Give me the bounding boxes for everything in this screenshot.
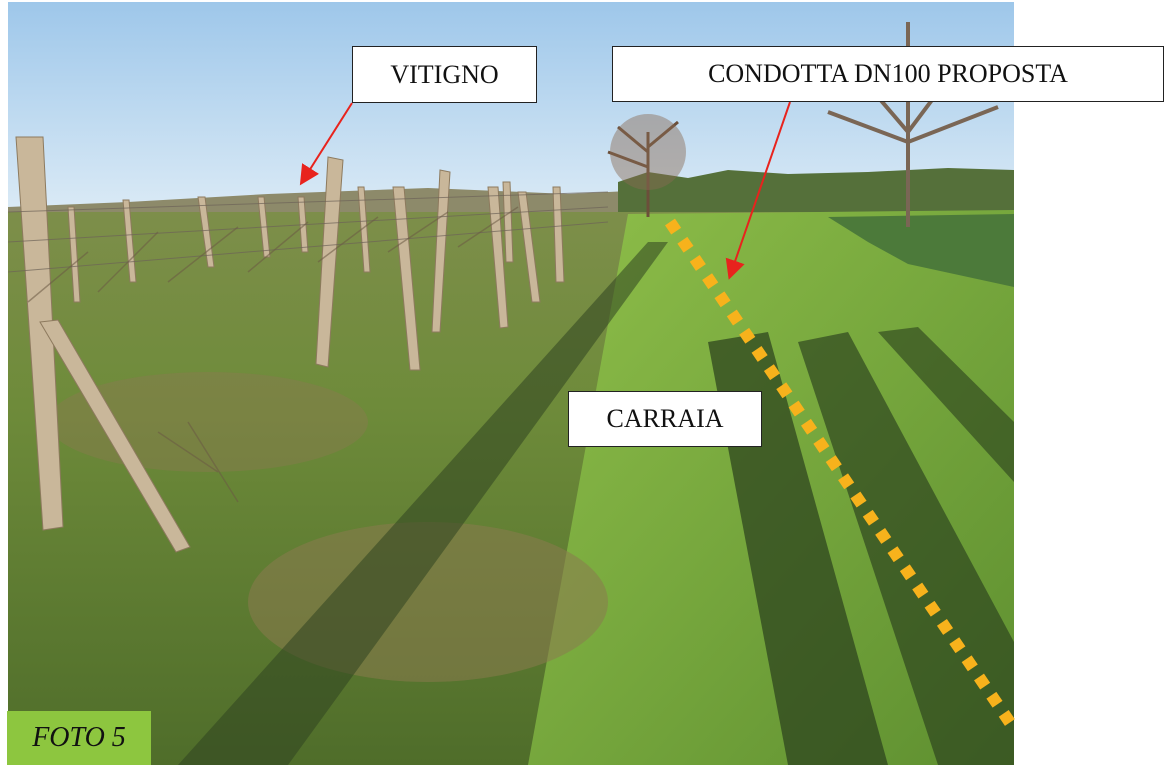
bare-tree (607, 120, 679, 217)
vines (27, 206, 519, 503)
condotta-label: CONDOTTA DN100 PROPOSTA (612, 46, 1164, 102)
photo-caption: FOTO 5 (7, 711, 151, 765)
vitigno-label: VITIGNO (352, 46, 537, 103)
vine-posts (15, 136, 565, 553)
field-photo (8, 2, 1014, 765)
tree-line (618, 168, 1014, 217)
carraia-label: CARRAIA (568, 391, 762, 447)
shadow (178, 242, 668, 765)
